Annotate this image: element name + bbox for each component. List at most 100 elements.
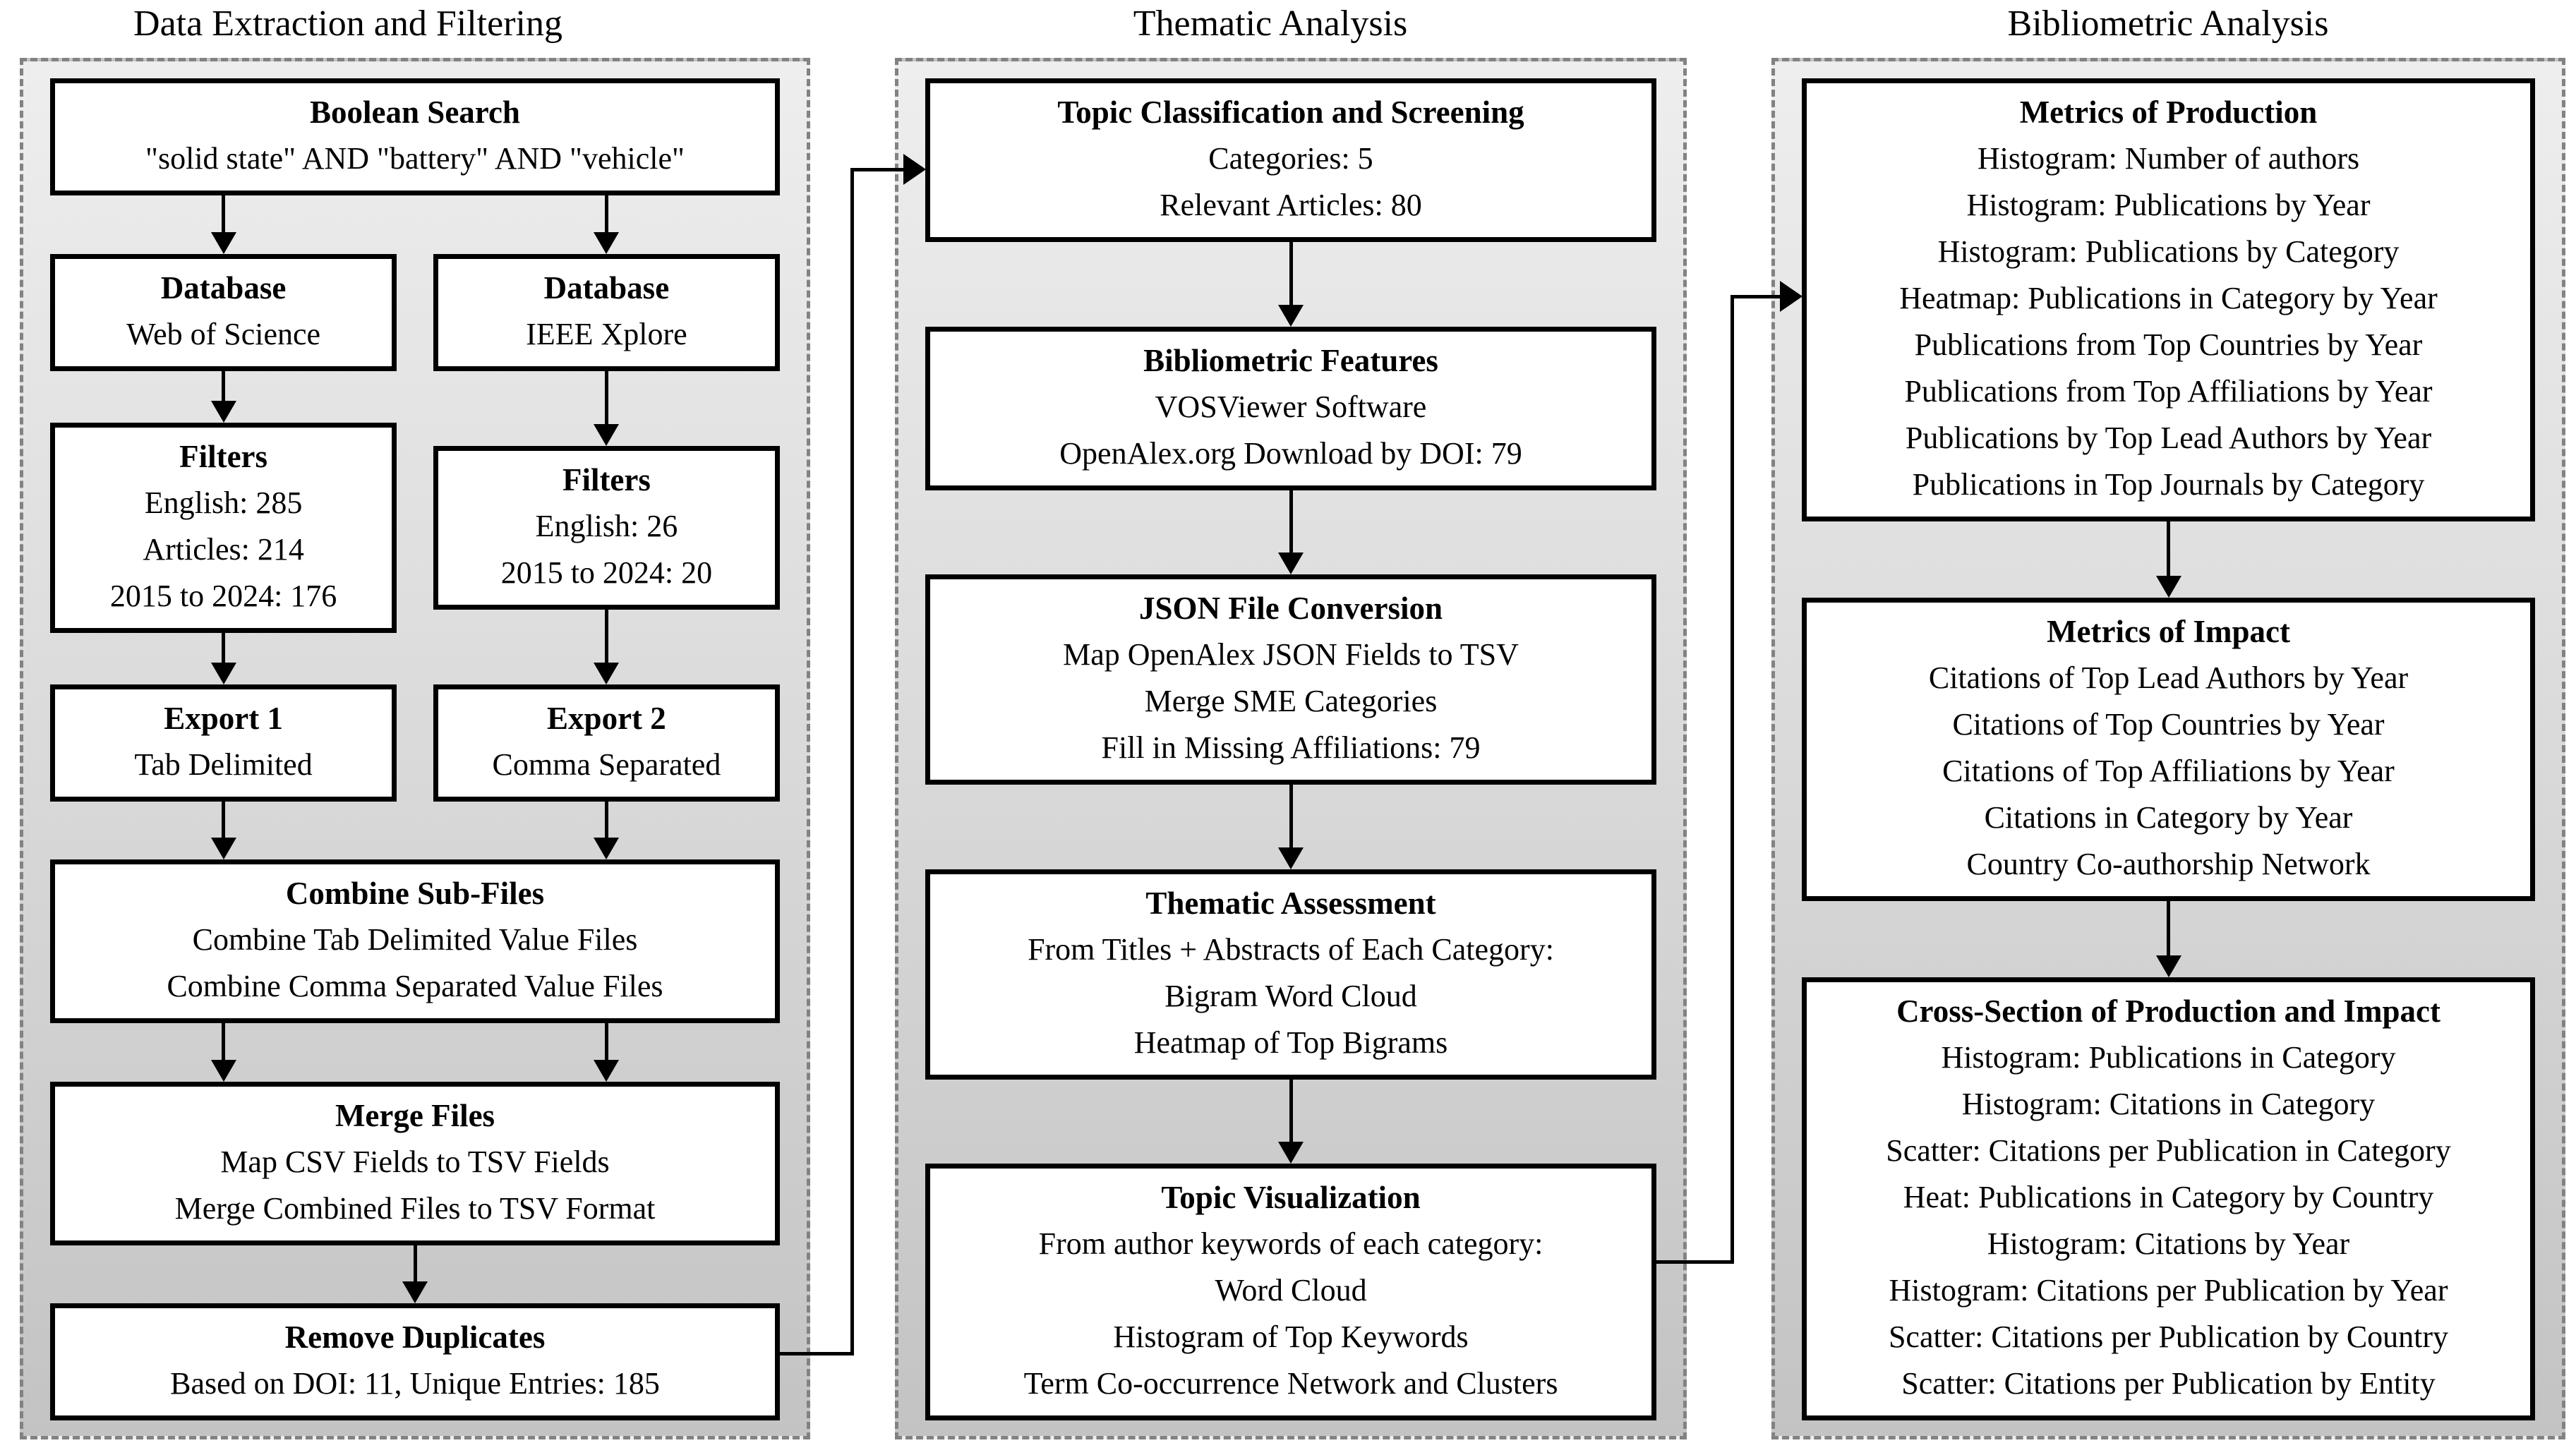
arrow-right-icon	[903, 154, 926, 185]
flow-box-export-1: Export 1 Tab Delimited	[50, 684, 397, 802]
box-line: IEEE Xplore	[526, 316, 687, 351]
box-line: Bigram Word Cloud	[1164, 978, 1417, 1013]
box-line: Publications by Top Lead Authors by Year	[1905, 421, 2432, 455]
box-line: Based on DOI: 11, Unique Entries: 185	[170, 1366, 660, 1401]
flow-box-database-web-of-science: Database Web of Science	[50, 253, 397, 371]
connector-remove-duplicates-exit-segment	[762, 1352, 854, 1356]
box-line: Country Co-authorship Network	[1966, 847, 2371, 881]
box-line: Categories: 5	[1208, 141, 1373, 176]
box-line: Heatmap of Top Bigrams	[1133, 1025, 1448, 1060]
arrow-row	[1802, 521, 2535, 598]
box-line: Term Co-occurrence Network and Clusters	[1023, 1366, 1558, 1401]
panel-data-extraction-and-filtering: Boolean Search "solid state" AND "batter…	[20, 58, 810, 1439]
box-body: Web of Science	[64, 311, 383, 358]
arrow-down-icon	[594, 801, 620, 859]
flow-box-topic-classification-and-screening: Topic Classification and Screening Categ…	[925, 78, 1656, 242]
box-line: Citations of Top Countries by Year	[1952, 707, 2385, 742]
arrow-row	[50, 370, 397, 423]
box-line: Articles: 214	[143, 531, 304, 567]
box-body: "solid state" AND "battery" AND "vehicle…	[64, 135, 766, 182]
arrow-down-icon	[594, 195, 620, 254]
box-line: Histogram: Number of authors	[1977, 141, 2360, 176]
flow-box-thematic-assessment: Thematic Assessment From Titles + Abstra…	[925, 869, 1656, 1080]
box-title: Bibliometric Features	[1143, 342, 1438, 378]
panel-bibliometric-analysis: Metrics of Production Histogram: Number …	[1771, 58, 2565, 1439]
box-title: Database	[160, 270, 287, 306]
box-title: Filters	[562, 461, 651, 497]
box-title: Database	[543, 270, 670, 306]
arrow-row	[925, 242, 1656, 327]
box-line: VOSViewer Software	[1155, 389, 1427, 424]
box-line: From Titles + Abstracts of Each Category…	[1028, 931, 1554, 967]
box-title: Remove Duplicates	[284, 1320, 546, 1355]
box-line: Scatter: Citations per Publication by En…	[1901, 1366, 2436, 1401]
arrow-right-icon	[1780, 281, 1802, 312]
parallel-lanes: Database Web of Science Filters English:…	[50, 253, 780, 802]
box-body: Based on DOI: 11, Unique Entries: 185	[64, 1360, 766, 1407]
flow-box-combine-sub-files: Combine Sub-Files Combine Tab Delimited …	[50, 859, 780, 1023]
arrow-down-icon	[2155, 521, 2181, 598]
box-body: From Titles + Abstracts of Each Category…	[939, 926, 1643, 1066]
box-title: Cross-Section of Production and Impact	[1896, 994, 2440, 1029]
lane-web-of-science: Database Web of Science Filters English:…	[50, 253, 397, 802]
arrow-row	[50, 1023, 780, 1082]
box-title: Merge Files	[335, 1097, 495, 1133]
box-title: Export 1	[164, 700, 283, 736]
arrow-down-icon	[594, 370, 620, 446]
box-line: Relevant Articles: 80	[1160, 188, 1422, 222]
panel-thematic-analysis: Topic Classification and Screening Categ…	[895, 58, 1687, 1439]
lane-ieee-xplore: Database IEEE Xplore Filters English: 26…	[433, 253, 780, 802]
box-line: Comma Separated	[492, 747, 721, 782]
box-title: Metrics of Production	[2019, 95, 2318, 130]
arrow-cell	[433, 195, 780, 254]
box-line: Fill in Missing Affiliations: 79	[1101, 730, 1481, 765]
arrow-row	[925, 490, 1656, 574]
column-title-data-extraction: Data Extraction and Filtering	[133, 4, 562, 44]
arrow-row	[50, 1245, 780, 1303]
flow-box-metrics-of-production: Metrics of Production Histogram: Number …	[1802, 78, 2535, 521]
box-line: Tab Delimited	[134, 747, 313, 782]
box-body: Categories: 5 Relevant Articles: 80	[939, 135, 1643, 229]
box-line: Histogram: Citations per Publication by …	[1889, 1273, 2448, 1308]
box-line: 2015 to 2024: 20	[500, 555, 713, 590]
box-title: Export 2	[547, 700, 666, 736]
box-title: Thematic Assessment	[1145, 885, 1436, 921]
box-title: Boolean Search	[310, 95, 520, 130]
arrow-down-icon	[594, 1023, 620, 1082]
box-line: Scatter: Citations per Publication in Ca…	[1886, 1133, 2451, 1168]
flow-box-cross-section-of-production-and-impact: Cross-Section of Production and Impact H…	[1802, 977, 2535, 1420]
box-title: JSON File Conversion	[1138, 591, 1443, 626]
box-body: Comma Separated	[447, 742, 766, 788]
box-line: Scatter: Citations per Publication by Co…	[1888, 1320, 2449, 1354]
arrow-cell	[433, 1023, 780, 1082]
arrow-down-icon	[210, 632, 236, 684]
arrow-row	[50, 632, 397, 684]
arrow-down-icon	[210, 195, 236, 254]
column-title-bibliometric-analysis: Bibliometric Analysis	[2007, 4, 2329, 44]
box-body: Tab Delimited	[64, 742, 383, 788]
arrow-row	[925, 785, 1656, 869]
arrow-down-icon	[210, 801, 236, 859]
flow-box-merge-files: Merge Files Map CSV Fields to TSV Fields…	[50, 1081, 780, 1245]
box-line: Map OpenAlex JSON Fields to TSV	[1063, 637, 1519, 672]
box-line: Publications from Top Countries by Year	[1914, 327, 2423, 362]
arrow-down-icon	[594, 609, 620, 684]
connector-topic-visualization-exit-segment	[1644, 1260, 1733, 1264]
connector-middle-to-right-vertical-segment	[1731, 295, 1734, 1264]
arrow-down-icon	[402, 1245, 428, 1303]
box-title: Filters	[179, 438, 268, 474]
box-body: IEEE Xplore	[447, 311, 766, 358]
arrow-row	[50, 801, 780, 859]
arrow-cell	[50, 801, 397, 859]
connector-left-to-middle-vertical-segment	[850, 168, 854, 1356]
box-line: Citations of Top Affiliations by Year	[1942, 754, 2395, 788]
box-title: Combine Sub-Files	[285, 876, 545, 911]
arrow-cell	[50, 1023, 397, 1082]
